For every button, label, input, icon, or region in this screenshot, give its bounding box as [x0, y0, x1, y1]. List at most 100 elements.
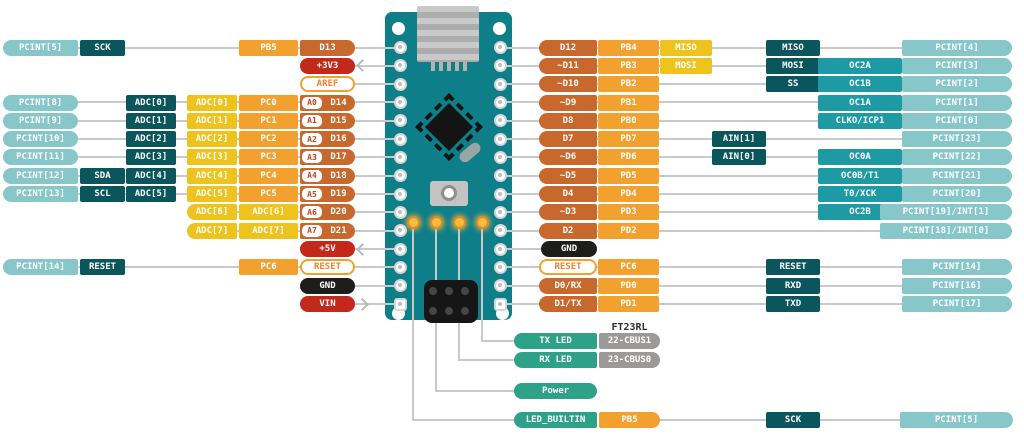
pill-pcint-12: PCINT[12] [3, 167, 78, 184]
connector-line [481, 340, 514, 342]
pill-pc5: PC5 [239, 186, 298, 203]
pin-pad [493, 224, 507, 238]
arrow-right-icon [356, 297, 369, 311]
pill-pcint-23: PCINT[23] [902, 131, 1012, 148]
pill-pd0: PD0 [598, 277, 659, 294]
connector-line [500, 211, 1004, 214]
pill-pd7: PD7 [598, 131, 659, 148]
pin-pad [493, 114, 507, 128]
icsp-pin-hole [461, 287, 469, 295]
pill-d1-tx: D1/TX [539, 296, 597, 312]
pill-pd3: PD3 [598, 204, 659, 221]
pin-pad [493, 169, 507, 183]
connector-line [11, 266, 400, 269]
icsp-pin-hole [461, 307, 469, 315]
pill-23-cbus0: 23-CBUS0 [599, 352, 660, 368]
pill-a2: A2 [302, 133, 322, 146]
pin-pad [493, 96, 507, 109]
pill-tx-led: TX LED [514, 333, 597, 349]
pill-adc-1: ADC[1] [126, 112, 176, 129]
pill-miso: MISO [660, 39, 712, 56]
pin-pad [393, 96, 407, 109]
pin-label: D20 [330, 207, 347, 218]
pill-vin: VIN [300, 296, 355, 312]
pill-clko-icp1: CLKO/ICP1 [818, 112, 902, 129]
ftdi-chip-label: FT23RL [611, 322, 648, 333]
pill-adc-3: ADC[3] [187, 149, 237, 166]
connector-line [412, 419, 514, 421]
pin-pad [493, 279, 507, 293]
pill-ss: SS [766, 76, 820, 93]
pill-pc6: PC6 [598, 259, 659, 276]
pill-pd5: PD5 [598, 167, 659, 184]
pin-pad [393, 169, 407, 183]
pill-gnd: GND [300, 277, 355, 294]
pill-a4: A4 [302, 169, 322, 182]
pill-pc4: PC4 [239, 167, 298, 184]
pill-d12: D12 [539, 39, 597, 56]
pill-d0-rx: D0/RX [539, 277, 597, 294]
led-indicator [475, 215, 489, 229]
led-indicator [452, 215, 466, 229]
usb-pin [455, 62, 459, 71]
pill-d5: ~D5 [539, 167, 597, 184]
pill-oc2a: OC2A [818, 57, 902, 74]
pill-pcint-10: PCINT[10] [3, 131, 78, 148]
pin-label: D21 [330, 225, 347, 236]
pin-label: D14 [330, 97, 347, 108]
pin-pad [493, 187, 507, 201]
pill-pcint-21: PCINT[21] [902, 167, 1012, 184]
pill-adc-5: ADC[5] [126, 186, 176, 203]
pill-adc-0: ADC[0] [187, 94, 237, 111]
pill-oc0b-t1: OC0B/T1 [818, 167, 902, 184]
pin-pad [393, 150, 407, 164]
pill-led-builtin: LED_BUILTIN [514, 412, 597, 428]
pill-adc-4: ADC[4] [187, 167, 237, 184]
pill-pc3: PC3 [239, 149, 298, 166]
pin-pad [393, 297, 407, 311]
pill-a3: A3 [302, 151, 322, 164]
pill-pcint-3: PCINT[3] [902, 57, 1012, 74]
pill-pcint-18-int-0: PCINT[18]/INT[0] [880, 222, 1012, 239]
connector-line [500, 302, 1004, 305]
pill-ain-1: AIN[1] [712, 131, 766, 148]
pill-adc-2: ADC[2] [126, 131, 176, 148]
usb-connector [417, 6, 479, 62]
pin-pad [393, 205, 407, 219]
pill-reset: RESET [80, 259, 125, 276]
pill-pc1: PC1 [239, 112, 298, 129]
pill-scl: SCL [80, 186, 125, 203]
connector-line [500, 101, 1004, 104]
pill-d11: ~D11 [539, 57, 597, 74]
pill-pcint-16: PCINT[16] [902, 277, 1012, 294]
pill-adc-0: ADC[0] [126, 94, 176, 111]
led-indicator [429, 215, 443, 229]
pill-d13: D13 [300, 39, 355, 56]
connector-line [481, 226, 483, 341]
pill-pc6: PC6 [239, 259, 298, 276]
pin-pad [493, 77, 507, 91]
pin-pad [393, 260, 407, 274]
icsp-pin-hole [445, 307, 453, 315]
pin-pad [493, 59, 507, 73]
pill-pc2: PC2 [239, 131, 298, 148]
pill-d3: ~D3 [539, 204, 597, 221]
connector-line [500, 174, 1004, 177]
led-indicator [406, 215, 420, 229]
connector-line [412, 226, 414, 420]
icsp-pin-hole [429, 287, 437, 295]
pill-sda: SDA [80, 167, 125, 184]
pill-pb3: PB3 [598, 57, 659, 74]
pill-d4: D4 [539, 186, 597, 203]
pill-pc0: PC0 [239, 94, 298, 111]
pill-a0: A0 [302, 96, 322, 109]
pill-pcint-20: PCINT[20] [902, 186, 1012, 203]
pill-adc-6: ADC[6] [187, 204, 237, 221]
pill-pcint-17: PCINT[17] [902, 296, 1012, 312]
pill-pb0: PB0 [598, 112, 659, 129]
pill-sck: SCK [80, 39, 125, 56]
